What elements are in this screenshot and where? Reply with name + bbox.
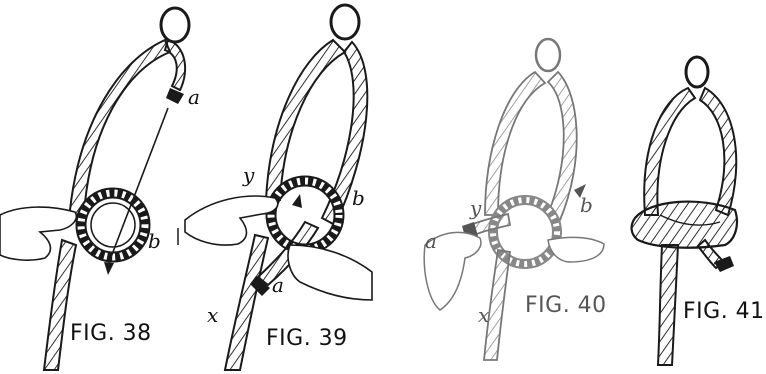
ring-icon bbox=[536, 39, 560, 71]
rope-loop-right bbox=[548, 72, 577, 220]
rope-lower bbox=[225, 235, 268, 370]
ring-icon bbox=[161, 8, 189, 42]
label-a: a bbox=[188, 85, 200, 109]
label-b: b bbox=[352, 186, 365, 210]
figure-39: y b a x FIG. 39 bbox=[178, 5, 372, 370]
figure-38: a b FIG. 38 bbox=[0, 8, 200, 370]
caption-fig-41: FIG. 41 bbox=[683, 299, 765, 324]
label-y: y bbox=[469, 196, 482, 220]
ring-icon bbox=[686, 57, 708, 87]
label-y: y bbox=[242, 163, 255, 187]
label-x: x bbox=[207, 303, 218, 327]
label-x: x bbox=[478, 303, 489, 327]
rope-end-a bbox=[165, 40, 185, 90]
figure-41: FIG. 41 bbox=[632, 57, 765, 365]
ring-icon bbox=[331, 5, 359, 39]
label-b: b bbox=[580, 193, 593, 217]
arrow-icon bbox=[104, 262, 114, 275]
rope-loop-right bbox=[700, 88, 736, 215]
label-b: b bbox=[148, 229, 161, 253]
rope-frayed-end bbox=[166, 88, 184, 104]
caption-fig-39: FIG. 39 bbox=[266, 326, 348, 351]
rope-loop-left bbox=[485, 72, 545, 215]
label-a: a bbox=[272, 273, 284, 297]
figure-40: y b a x FIG. 40 bbox=[424, 39, 606, 360]
label-a: a bbox=[425, 229, 437, 253]
rope-lower bbox=[44, 240, 76, 370]
caption-fig-38: FIG. 38 bbox=[70, 321, 152, 346]
arrow-icon bbox=[292, 194, 302, 208]
right-hand bbox=[548, 237, 604, 262]
caption-fig-40: FIG. 40 bbox=[525, 293, 607, 318]
rope-loop-left bbox=[644, 88, 695, 215]
right-hand bbox=[288, 245, 372, 300]
rope-lower bbox=[658, 245, 678, 365]
knot-body bbox=[632, 202, 737, 248]
